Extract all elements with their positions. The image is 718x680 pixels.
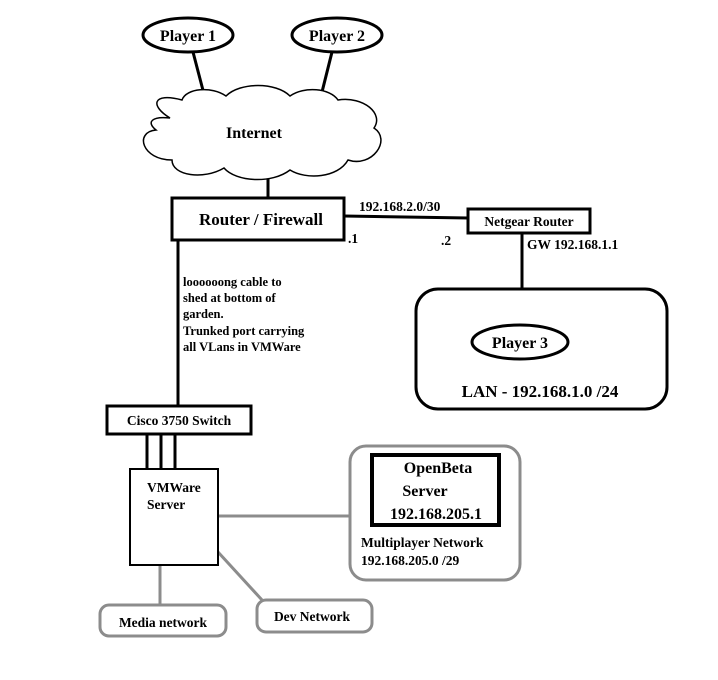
cisco-switch-node: Cisco 3750 Switch [105,404,253,436]
dev-network-node: Dev Network [255,598,374,634]
wan-subnet-label: 192.168.2.0/30 [359,199,441,214]
gateway-label: GW 192.168.1.1 [527,237,619,252]
multiplayer-label-line2: 192.168.205.0 /29 [361,553,460,568]
media-network-node: Media network [98,603,228,638]
annotation-line-1: loooooong cable to [183,275,282,289]
cable-annotation: loooooong cable to shed at bottom of gar… [183,275,305,354]
player1-node: Player 1 [141,16,235,54]
router-ip-label: .1 [348,231,358,246]
netgear-ip-label: .2 [441,233,451,248]
media-network-label: Media network [119,615,208,630]
multiplayer-network-box: OpenBeta Server 192.168.205.1 Multiplaye… [348,444,522,582]
annotation-line-4: Trunked port carrying [183,324,305,338]
annotation-line-2: shed at bottom of [183,291,277,305]
vmware-label-line1: VMWare [147,480,201,495]
openbeta-label-line1: OpenBeta [404,460,472,477]
player2-node: Player 2 [290,16,384,54]
openbeta-label-line2: Server [402,483,447,500]
netgear-router-node: Netgear Router [466,207,592,235]
grey-links [158,514,352,605]
cisco-switch-label: Cisco 3750 Switch [127,413,232,428]
internet-label: Internet [226,125,283,142]
player2-label: Player 2 [309,28,365,45]
player1-label: Player 1 [160,28,216,45]
router-firewall-label: Router / Firewall [199,210,323,229]
internet-cloud: Internet [142,84,382,181]
vmware-server-node: VMWare Server [129,468,219,566]
cloud-icon [142,84,382,181]
player3-label: Player 3 [492,335,548,352]
link-router-netgear [343,214,469,220]
openbeta-ip-label: 192.168.205.1 [390,506,482,523]
router-firewall-node: Router / Firewall [170,196,346,242]
lan-label: LAN - 192.168.1.0 /24 [462,382,619,401]
dev-network-label: Dev Network [274,609,351,624]
multiplayer-label-line1: Multiplayer Network [361,535,484,550]
link-vmware-dev [216,550,264,602]
vmware-label-line2: Server [147,497,185,512]
link-player2-internet [320,51,334,93]
annotation-line-3: garden. [183,307,224,321]
annotation-line-5: all VLans in VMWare [183,340,301,354]
black-links [145,51,524,469]
lan-box: Player 3 LAN - 192.168.1.0 /24 [414,287,669,411]
netgear-router-label: Netgear Router [484,214,573,229]
